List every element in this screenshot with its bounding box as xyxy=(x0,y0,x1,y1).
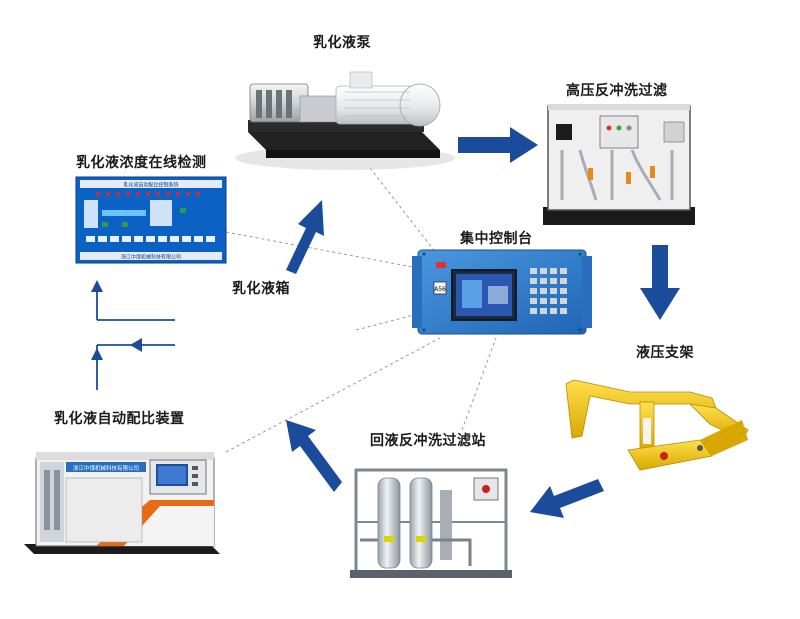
arrow-support-to-station xyxy=(530,479,604,518)
label-emulsion-tank: 乳化液箱 xyxy=(232,281,290,297)
connector-mixer xyxy=(225,337,441,453)
emulsion-pump-device xyxy=(235,71,455,170)
hp-backflush-filter-device xyxy=(543,104,695,225)
label-emulsion-pump: 乳化液泵 xyxy=(313,35,371,51)
connector-return-station xyxy=(461,337,497,431)
arrow-pump-to-filter xyxy=(458,127,538,163)
label-central-console: 集中控制台 xyxy=(460,231,533,247)
connector-tank xyxy=(355,313,419,331)
connector-monitor xyxy=(225,231,419,269)
mixer-company-text: 浙江中煤机械科技有限公司 xyxy=(73,464,139,472)
thin-flow-lines xyxy=(96,284,175,390)
thin-arrowheads xyxy=(91,280,142,360)
label-auto-mixing-device: 乳化液自动配比装置 xyxy=(54,411,185,427)
arrowhead-left xyxy=(130,338,142,352)
hydraulic-support-device xyxy=(565,379,749,471)
connector-lines xyxy=(225,167,497,453)
console-badge: A56 xyxy=(434,286,446,293)
return-backflush-station-device xyxy=(350,468,512,578)
label-hydraulic-support: 液压支架 xyxy=(636,345,694,361)
concentration-monitor-screen: 乳化液自动配比控制系统 浙江中煤机械科技有限公司 xyxy=(75,176,227,264)
arrowhead-up-lower xyxy=(91,348,103,360)
label-return-backflush-station: 回液反冲洗过滤站 xyxy=(370,433,486,449)
central-console-device: A56 xyxy=(412,249,592,335)
arrow-tank-to-pump xyxy=(286,200,324,274)
arrowhead-up-upper xyxy=(91,280,103,292)
flow-arrows xyxy=(286,127,680,518)
label-concentration-monitor: 乳化液浓度在线检测 xyxy=(76,155,207,171)
monitor-title: 乳化液自动配比控制系统 xyxy=(123,182,178,189)
connector-pump xyxy=(369,167,441,259)
arrow-filter-to-support xyxy=(640,245,680,320)
arrow-station-to-mixer xyxy=(286,420,342,492)
auto-mixing-device: 浙江中煤机械科技有限公司 xyxy=(24,452,220,554)
label-hp-backflush-filter: 高压反冲洗过滤 xyxy=(566,83,668,99)
monitor-footer: 浙江中煤机械科技有限公司 xyxy=(121,254,181,261)
